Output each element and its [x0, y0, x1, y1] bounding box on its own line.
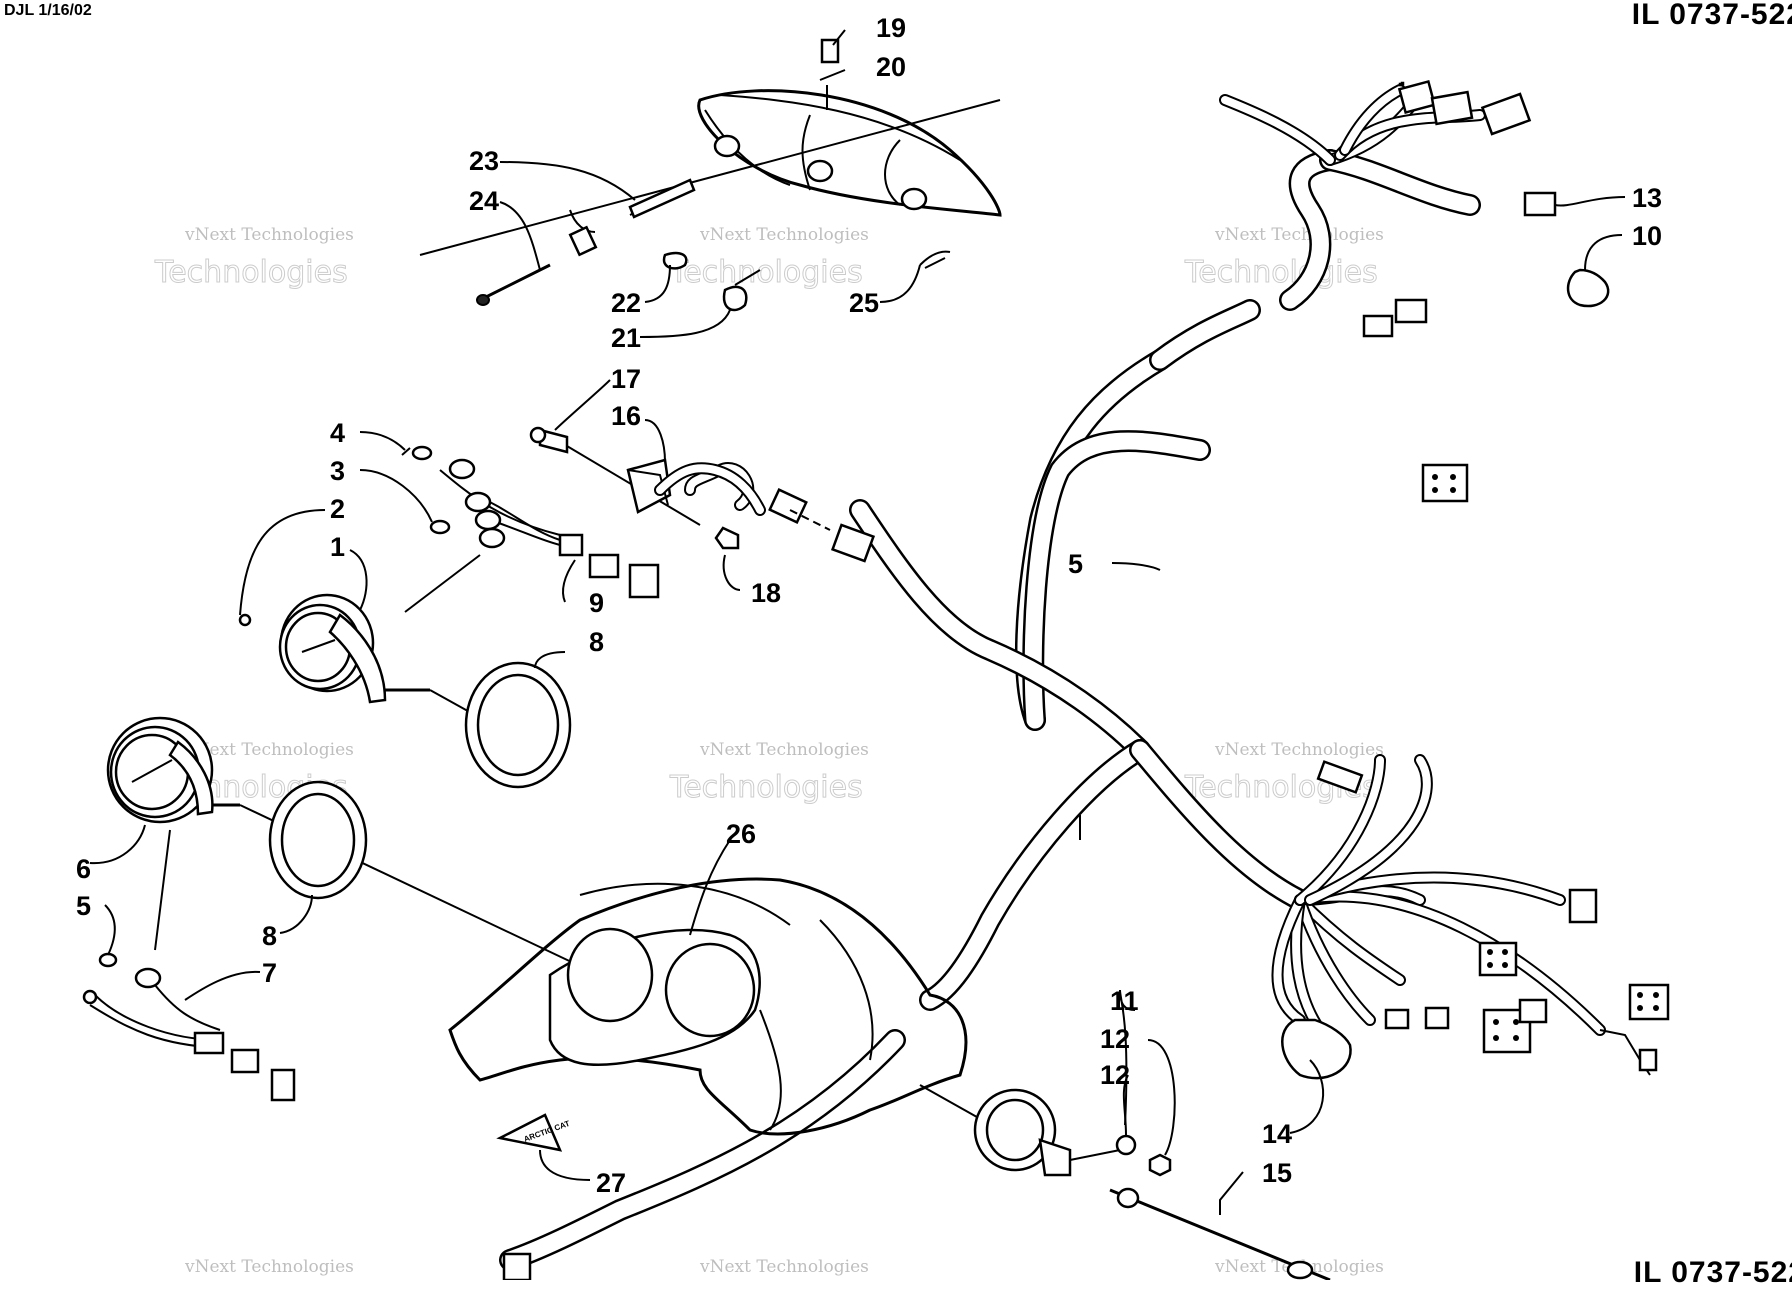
decal-27: ARCTIC CAT — [496, 1113, 571, 1152]
svg-text:vNext Technologies: vNext Technologies — [184, 740, 354, 760]
seals — [268, 661, 572, 900]
screw-24 — [479, 263, 551, 302]
callout-23: 23 — [469, 146, 499, 176]
connector-top-mid — [1430, 90, 1474, 126]
callout-4: 3 — [330, 456, 345, 486]
callout-26: 26 — [726, 819, 756, 849]
connector-right-1 — [1568, 888, 1598, 924]
connector-right-2 — [1478, 941, 1518, 977]
callout-24: 24 — [469, 186, 499, 216]
svg-text:Technologies: Technologies — [669, 255, 863, 290]
connector-top-right — [1480, 92, 1532, 136]
callout-8a: 8 — [589, 627, 604, 657]
callout-16: 16 — [611, 401, 641, 431]
drawing-date-code: DJL 1/16/02 — [4, 2, 92, 19]
socket-21 — [722, 285, 748, 312]
callout-3: 9 — [589, 588, 604, 618]
connector-14 — [1523, 191, 1557, 217]
connector-left-end — [1398, 82, 1403, 87]
clamps — [1281, 268, 1610, 1080]
connector-right-5 — [1384, 1006, 1450, 1030]
connector-bottom-right-probe — [1599, 1029, 1658, 1076]
callout-22: 22 — [611, 288, 641, 318]
clip-19 — [820, 38, 840, 64]
wire-harness — [499, 79, 1670, 1280]
connector-right-3 — [1628, 983, 1670, 1021]
callout-13: 15 — [1262, 1158, 1292, 1188]
callout-7: 7 — [262, 958, 277, 988]
callout-12a: 14 — [1262, 1119, 1292, 1149]
connector-top-left — [1397, 79, 1437, 115]
svg-text:vNext Technologies: vNext Technologies — [184, 1257, 354, 1277]
callout-25: 25 — [849, 288, 879, 318]
callout-5b: 5 — [76, 891, 91, 921]
callout-2: 2 — [330, 494, 345, 524]
illustration-number: IL 0737-522 — [1631, 0, 1792, 31]
callout-27: 27 — [596, 1168, 626, 1198]
callout-21: 21 — [611, 323, 641, 353]
connector-headlight — [830, 523, 876, 563]
bulb-5-lower — [98, 952, 118, 968]
leader-lines — [89, 29, 1626, 1215]
headlight-assembly — [419, 38, 1002, 256]
instrument-pod — [448, 877, 968, 1136]
callout-1: 1 — [330, 532, 345, 562]
callout-18: 18 — [751, 578, 781, 608]
nut-18 — [714, 526, 740, 550]
gauge-6 — [106, 716, 621, 986]
svg-text:Technologies: Technologies — [154, 255, 348, 290]
callout-labels: 19 20 23 24 22 21 25 17 16 18 4 3 2 1 9 … — [76, 13, 1662, 1198]
headlight-small-parts — [476, 178, 951, 312]
switch-16 — [626, 458, 672, 514]
connector-right-4 — [1482, 998, 1548, 1054]
callout-12b: 10 — [1632, 221, 1662, 251]
svg-text:vNext Technologies: vNext Technologies — [699, 1257, 869, 1277]
svg-text:vNext Technologies: vNext Technologies — [1214, 225, 1384, 245]
svg-text:vNext Technologies: vNext Technologies — [699, 225, 869, 245]
clamp-12-upper — [1566, 268, 1610, 308]
callout-9: 11 — [1110, 986, 1139, 1016]
connector-ignition — [1316, 760, 1364, 794]
watermark-bl: vNext Technologies — [184, 1257, 354, 1277]
washer-10 — [1115, 1134, 1137, 1156]
bulb-2 — [238, 613, 252, 627]
connector-mid-harness — [1362, 298, 1428, 338]
callout-19: 19 — [876, 13, 906, 43]
svg-text:vNext Technologies: vNext Technologies — [1214, 740, 1384, 760]
callout-5a: 4 — [330, 418, 345, 448]
svg-text:vNext Technologies: vNext Technologies — [184, 225, 354, 245]
bracket-24-a — [569, 209, 596, 233]
callout-6: 6 — [76, 854, 91, 884]
callout-17: 17 — [611, 364, 641, 394]
connector-4pin — [1421, 463, 1469, 503]
callout-15: 5 — [1068, 549, 1083, 579]
callout-20: 20 — [876, 52, 906, 82]
nut-11 — [1148, 1153, 1172, 1177]
svg-text:vNext Technologies: vNext Technologies — [699, 740, 869, 760]
clamp-12-lower — [1281, 1018, 1352, 1080]
svg-text:Technologies: Technologies — [669, 770, 863, 805]
callout-14: 13 — [1632, 183, 1662, 213]
connector-bottom-left — [502, 1252, 532, 1280]
bulb-22 — [662, 251, 688, 270]
callout-10: 12 — [1100, 1060, 1130, 1090]
clip-25 — [919, 250, 951, 266]
bulb-4 — [429, 519, 451, 535]
switch-assembly — [529, 426, 831, 550]
bulb-5-upper — [401, 447, 411, 456]
watermark-bc: vNext Technologies — [699, 1257, 869, 1277]
callout-11: 12 — [1100, 1024, 1130, 1054]
gauge-sockets — [82, 445, 660, 1102]
svg-text:Technologies: Technologies — [1184, 255, 1378, 290]
callout-8b: 8 — [262, 921, 277, 951]
gauge-1 — [238, 593, 521, 741]
speedo-drive — [919, 1084, 1331, 1280]
